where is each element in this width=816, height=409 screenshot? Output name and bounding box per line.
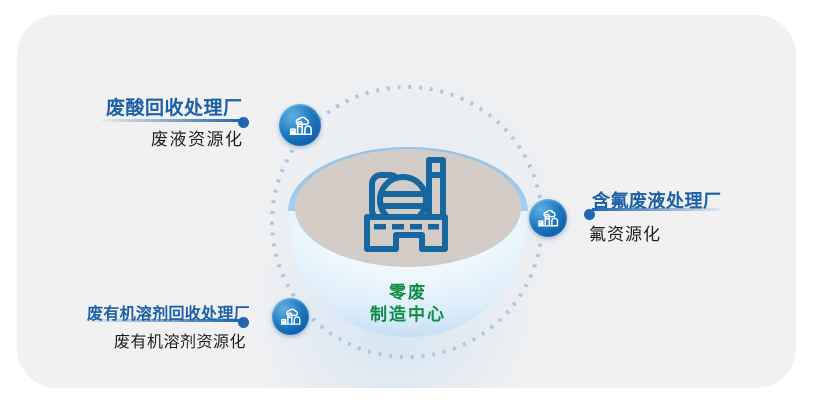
connector-dot — [238, 317, 249, 328]
node-title: 废有机溶剂回收处理厂 — [87, 306, 251, 323]
node-subtitle: 氟资源化 — [589, 225, 661, 244]
node-title: 废酸回收处理厂 — [106, 98, 243, 119]
chemical-plant-icon — [364, 157, 448, 252]
node-subtitle: 废液资源化 — [151, 130, 244, 149]
factory-badge-right — [529, 199, 567, 237]
connector-line — [85, 319, 240, 322]
connector-line — [592, 208, 720, 211]
factory-with-smoke-icon — [281, 308, 301, 326]
factory-badge-bottom-left — [272, 298, 309, 335]
node-title: 含氟废液处理厂 — [592, 191, 722, 211]
bowl-graphic — [288, 147, 528, 337]
center-emblem — [288, 147, 528, 347]
center-label: 零废 制造中心 — [288, 282, 528, 326]
factory-with-smoke-icon — [289, 116, 312, 135]
factory-with-smoke-icon — [538, 210, 559, 227]
connector-line — [102, 119, 242, 122]
connector-dot — [238, 117, 249, 128]
factory-badge-top-left — [279, 104, 321, 146]
connector-dot — [584, 209, 595, 220]
center-label-line1: 零废 — [389, 283, 427, 302]
node-subtitle: 废有机溶剂资源化 — [114, 334, 247, 351]
center-label-line2: 制造中心 — [370, 305, 446, 324]
